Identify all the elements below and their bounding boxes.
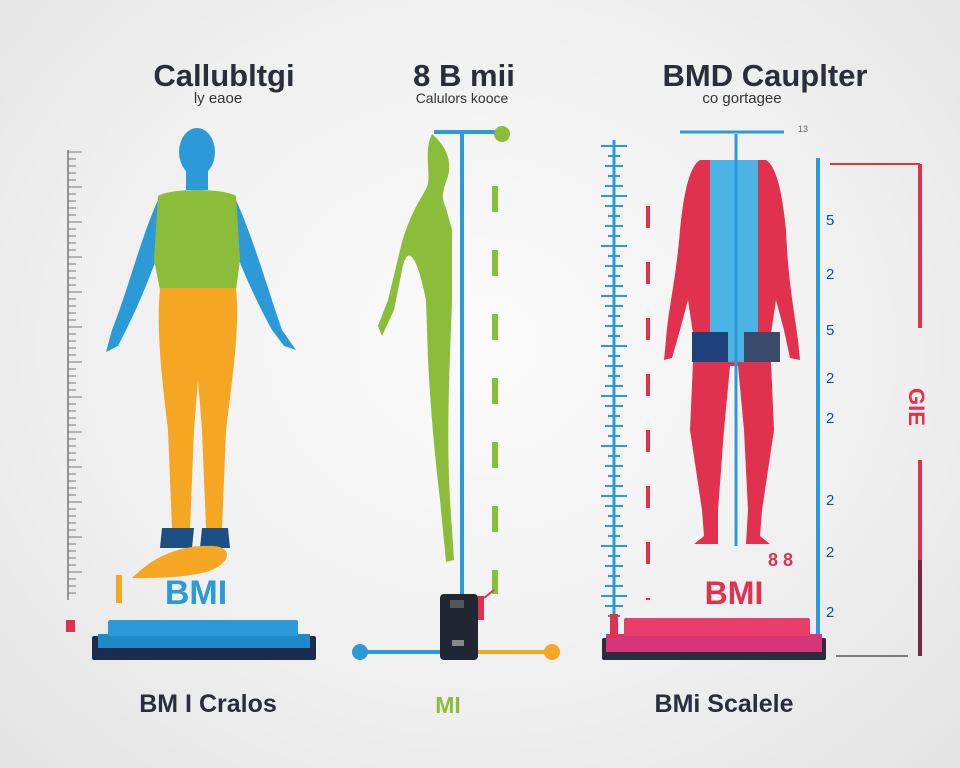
panel-2-title: 8 B mii (413, 58, 515, 93)
scale-device-icon (440, 589, 495, 660)
figure-torso-overlay (710, 160, 758, 360)
base-left-knob-icon (352, 644, 368, 660)
panel-2-subtitle: Calulors kooce (415, 90, 509, 106)
side-glyph: GIE (904, 388, 929, 426)
left-ruler (67, 150, 82, 600)
scale-number-4: 2 (826, 370, 835, 387)
panel-3-red-glyph: 8 8 (768, 550, 793, 570)
panel-2-caption: MI (435, 692, 461, 718)
scale-number-5: 2 (826, 410, 835, 427)
panel-3-scale (602, 614, 826, 660)
panel-1-caption: BM I Cralos (139, 690, 277, 718)
left-ruler-marker-icon (66, 620, 75, 632)
scale-number-1: 5 (826, 212, 835, 229)
figure-legs (158, 288, 238, 528)
panel-1-title: Callubltgi (153, 58, 295, 93)
panel-1-scale (92, 620, 316, 660)
figure-shoe-glow (132, 545, 228, 578)
panel-1-badge: BMI (165, 574, 227, 612)
panel-3-figure (664, 130, 800, 546)
panel-3-corner-mark: 13 (797, 124, 809, 134)
panel-3-badge: BMI (705, 575, 764, 611)
scale-number-8: 2 (826, 604, 835, 621)
figure-torso (154, 190, 240, 290)
base-right-knob-icon (544, 644, 560, 660)
right-ruler (601, 140, 627, 628)
panel-3-title: BMD Cauplter (662, 58, 868, 93)
panel-1-subtitle: ly eaoe (193, 90, 243, 107)
panel-2-figure (378, 134, 454, 562)
figure-head (179, 128, 215, 176)
scale-number-6: 2 (826, 492, 835, 509)
height-rod-knob-icon (494, 126, 510, 142)
figure-right-arm (224, 200, 296, 350)
scale-number-3: 5 (826, 322, 835, 339)
panel-3-subtitle: co gortagee (702, 90, 782, 107)
panel-1-figure (106, 128, 296, 578)
panel-3-caption: BMi Scalele (654, 690, 794, 718)
scale-number-2: 2 (826, 266, 835, 283)
figure-left-arm (106, 200, 170, 352)
scale-number-7: 2 (826, 544, 835, 561)
